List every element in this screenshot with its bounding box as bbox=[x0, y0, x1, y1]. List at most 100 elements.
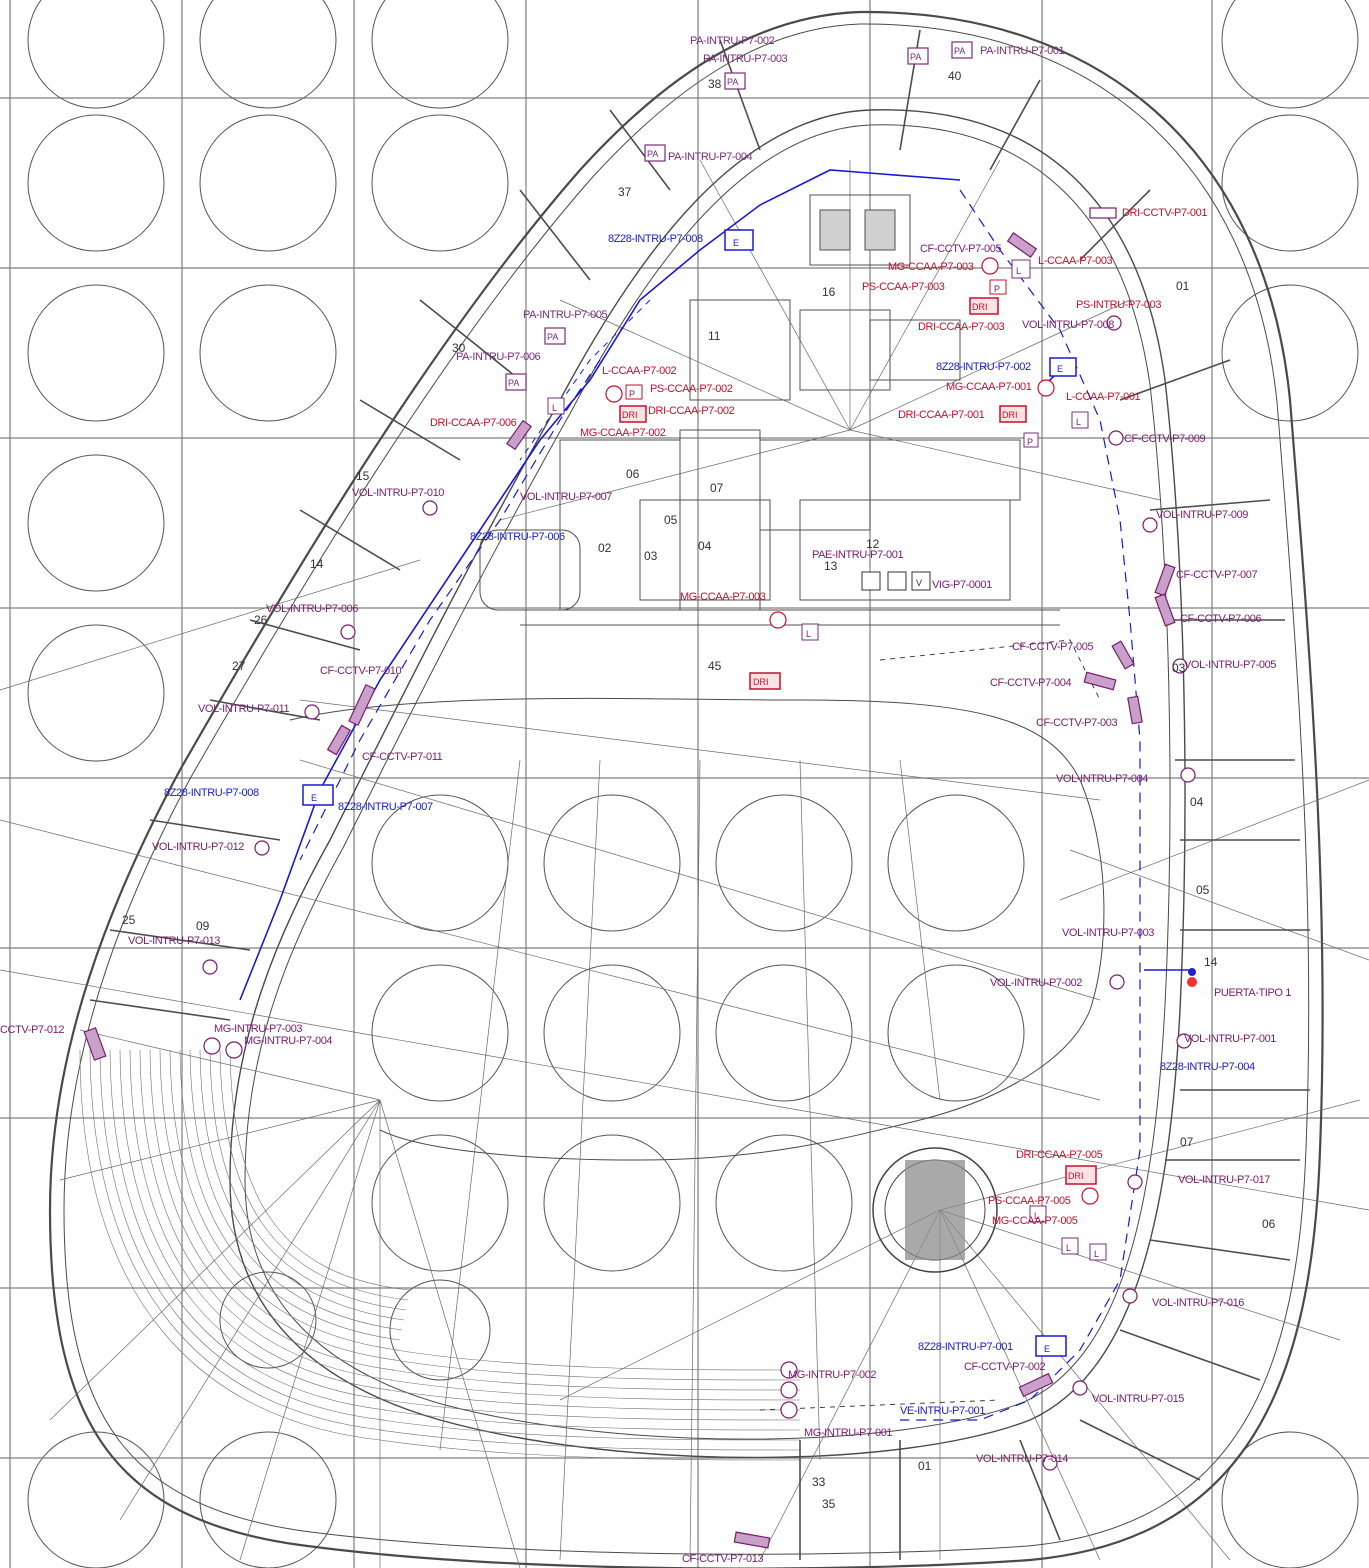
device-label: PS-INTRU-P7-003 bbox=[1076, 299, 1161, 311]
symbol-letter: P bbox=[994, 284, 1000, 294]
room-number: 02 bbox=[598, 541, 612, 555]
room-number: 14 bbox=[1204, 955, 1218, 969]
device-label: 8Z28-INTRU-P7-008 bbox=[608, 233, 703, 245]
device-label: 8Z28-INTRU-P7-006 bbox=[470, 531, 565, 543]
device-label: VOL-INTRU-P7-010 bbox=[352, 487, 444, 499]
device-label: PA-INTRU-P7-005 bbox=[523, 309, 608, 321]
device-label: CF-CCTV-P7-010 bbox=[320, 665, 401, 677]
device-label: MG-CCAA-P7-003 bbox=[680, 591, 766, 603]
room-number: 03 bbox=[1172, 661, 1186, 675]
device-label: DRI-CCAA-P7-005 bbox=[1016, 1149, 1103, 1161]
device-label: MG-CCAA-P7-002 bbox=[580, 427, 666, 439]
device-label: CF-CCTV-P7-005 bbox=[920, 243, 1001, 255]
room-number: 15 bbox=[356, 469, 370, 483]
symbol-letter: DRI bbox=[1002, 410, 1018, 420]
room-number: 33 bbox=[812, 1475, 826, 1489]
device-label: VOL-INTRU-P7-007 bbox=[520, 491, 612, 503]
device-label: MG-INTRU-P7-001 bbox=[804, 1427, 892, 1439]
symbol-letter: PA bbox=[910, 52, 921, 62]
device-label: 8Z28-INTRU-P7-008 bbox=[164, 787, 259, 799]
stair-hatch bbox=[79, 1049, 801, 1461]
symbol-letter: DRI bbox=[753, 677, 769, 687]
device-label: PA-INTRU-P7-004 bbox=[668, 151, 753, 163]
symbol-letter: L bbox=[1034, 1211, 1039, 1221]
column-circles bbox=[27, 0, 1359, 1568]
room-number: 35 bbox=[822, 1497, 836, 1511]
symbol-letter: PA bbox=[727, 77, 738, 87]
device-label: MG-INTRU-P7-004 bbox=[244, 1035, 332, 1047]
device-label: PAE-INTRU-P7-001 bbox=[812, 549, 903, 561]
room-number: 11 bbox=[708, 329, 721, 343]
room-number: 13 bbox=[824, 559, 838, 573]
room-number: 27 bbox=[232, 659, 246, 673]
room-number: 04 bbox=[698, 539, 712, 553]
symbol-letter: P bbox=[629, 389, 635, 399]
device-label: PA-INTRU-P7-002 bbox=[690, 35, 775, 47]
device-label: VOL-INTRU-P7-001 bbox=[1184, 1033, 1276, 1045]
room-number: 14 bbox=[310, 557, 324, 571]
device-label: PS-CCAA-P7-002 bbox=[650, 383, 733, 395]
device-label: MG-CCAA-P7-003 bbox=[888, 261, 974, 273]
device-labels: PA-INTRU-P7-002PA-INTRU-P7-001PA-INTRU-P… bbox=[0, 35, 1292, 1565]
room-number: 37 bbox=[618, 185, 632, 199]
room-number: 04 bbox=[1190, 795, 1204, 809]
symbol-letter: PA bbox=[547, 332, 558, 342]
room-number: 16 bbox=[822, 285, 836, 299]
core-rooms bbox=[479, 194, 1060, 626]
device-label: CF-CCTV-P7-011 bbox=[362, 751, 443, 763]
device-label: VOL-INTRU-P7-003 bbox=[1062, 927, 1154, 939]
cctv-wiring bbox=[759, 639, 1101, 1411]
device-label: CF-CCTV-P7-005 bbox=[1012, 641, 1093, 653]
device-label: PA-INTRU-P7-001 bbox=[980, 45, 1065, 57]
room-number: 25 bbox=[122, 913, 136, 927]
symbol-letter: L bbox=[806, 629, 811, 639]
room-number: 06 bbox=[626, 467, 640, 481]
symbol-letter: DRI bbox=[972, 302, 988, 312]
device-label: DRI-CCAA-P7-006 bbox=[430, 417, 517, 429]
room-number: 03 bbox=[644, 549, 658, 563]
device-label: CF-CCTV-P7-009 bbox=[1124, 433, 1205, 445]
device-label: DRI-CCAA-P7-002 bbox=[648, 405, 735, 417]
room-number: 30 bbox=[452, 341, 466, 355]
device-label: PUERTA-TIPO 1 bbox=[1214, 987, 1291, 999]
room-number: 40 bbox=[948, 69, 962, 83]
device-label: VE-INTRU-P7-001 bbox=[900, 1405, 985, 1417]
symbol-letter: L bbox=[1066, 1243, 1071, 1253]
device-label: L-CCAA-P7-002 bbox=[602, 365, 677, 377]
device-label: CF-CCTV-P7-007 bbox=[1176, 569, 1257, 581]
device-label: VOL-INTRU-P7-002 bbox=[990, 977, 1082, 989]
room-number: 12 bbox=[866, 537, 880, 551]
symbol-letter: P bbox=[1027, 437, 1033, 447]
device-label: VOL-INTRU-P7-013 bbox=[128, 935, 220, 947]
symbol-letter: PA bbox=[647, 149, 658, 159]
device-label: CF-CCTV-P7-002 bbox=[964, 1361, 1045, 1373]
device-label: L-CCAA-P7-001 bbox=[1066, 391, 1141, 403]
room-number: 45 bbox=[708, 659, 722, 673]
symbol-letter: E bbox=[733, 238, 739, 248]
device-label: CF-CCTV-P7-004 bbox=[990, 677, 1071, 689]
device-label: VOL-INTRU-P7-012 bbox=[152, 841, 244, 853]
room-number: 38 bbox=[708, 77, 722, 91]
device-label: CF-CCTV-P7-006 bbox=[1180, 613, 1261, 625]
device-symbols bbox=[83, 41, 1197, 1549]
room-number: 07 bbox=[710, 481, 724, 495]
room-number: 26 bbox=[254, 613, 268, 627]
device-label: MG-CCAA-P7-001 bbox=[946, 381, 1032, 393]
device-label: 8Z28-INTRU-P7-007 bbox=[338, 801, 433, 813]
symbol-letter: E bbox=[1057, 364, 1063, 374]
symbol-letter: L bbox=[1076, 417, 1081, 427]
device-label: VOL-INTRU-P7-011 bbox=[198, 703, 289, 715]
device-label: VOL-INTRU-P7-008 bbox=[1022, 319, 1114, 331]
room-number: 05 bbox=[664, 513, 678, 527]
device-label: DRI-CCAA-P7-003 bbox=[918, 321, 1005, 333]
symbol-letter: E bbox=[311, 793, 317, 803]
room-number: 01 bbox=[1176, 279, 1190, 293]
symbol-letter: V bbox=[916, 578, 922, 588]
device-label: VOL-INTRU-P7-005 bbox=[1184, 659, 1276, 671]
room-number: 09 bbox=[196, 919, 210, 933]
radial-lines bbox=[0, 159, 1369, 1568]
room-number: 05 bbox=[1196, 883, 1210, 897]
symbol-letter: L bbox=[1094, 1249, 1099, 1259]
device-label: 8Z28-INTRU-P7-002 bbox=[936, 361, 1031, 373]
